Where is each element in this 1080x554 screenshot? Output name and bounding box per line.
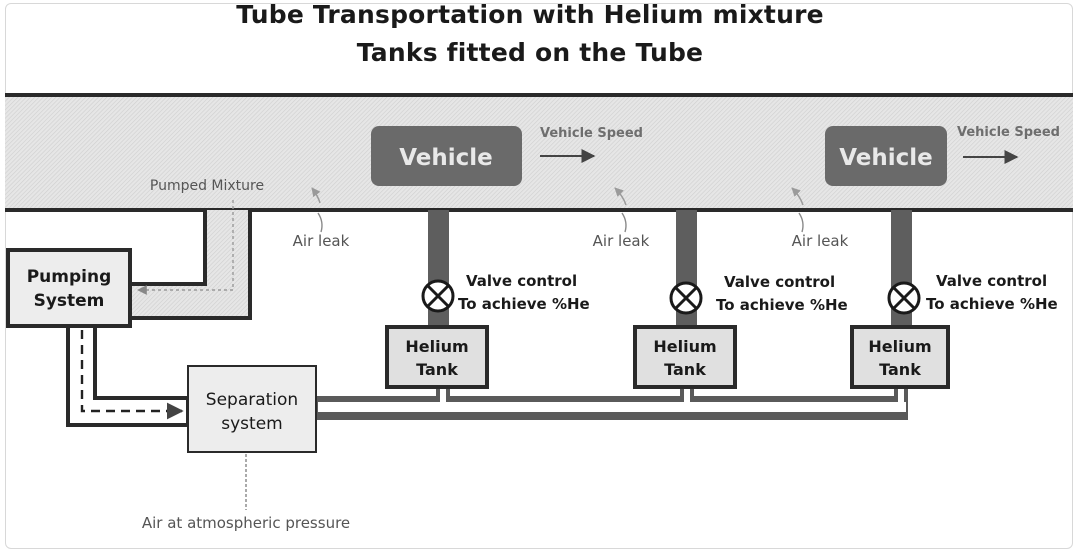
helium-supply-pipe <box>316 386 908 420</box>
vehicle-1: Vehicle Vehicle Speed <box>371 126 643 186</box>
helium-tank-3-label-1: Helium <box>868 337 931 356</box>
air-leak-1: Air leak <box>293 212 350 250</box>
valve-3-label-1: Valve control <box>936 272 1047 290</box>
air-leak-3-label: Air leak <box>792 232 849 250</box>
title-line-2: Tanks fitted on the Tube <box>356 38 704 67</box>
separation-system-label-1: Separation <box>206 390 298 410</box>
figure-frame <box>5 3 1073 549</box>
vehicle-2: Vehicle Vehicle Speed <box>825 125 1060 186</box>
pumped-mixture-label: Pumped Mixture <box>150 178 264 194</box>
valve-1-label-2: To achieve %He <box>458 295 590 313</box>
valve-icon <box>887 281 921 315</box>
valve-icon <box>421 279 455 313</box>
valve-2: Valve control To achieve %He <box>669 273 848 315</box>
vehicle-2-speed-label: Vehicle Speed <box>957 125 1060 140</box>
valve-3-label-2: To achieve %He <box>926 295 1058 313</box>
helium-tank-1: Helium Tank <box>385 325 489 389</box>
air-leak-1-label: Air leak <box>293 232 350 250</box>
vehicle-2-label: Vehicle <box>839 145 933 171</box>
air-leak-2: Air leak <box>593 187 650 250</box>
helium-tank-2-label-1: Helium <box>653 337 716 356</box>
air-leak-3: Air leak <box>791 187 849 250</box>
valve-3: Valve control To achieve %He <box>887 272 1058 315</box>
arrow-icon <box>791 187 804 206</box>
helium-tank-3: Helium Tank <box>850 325 950 389</box>
separation-system-label-2: system <box>221 414 282 434</box>
valve-icon <box>669 281 703 315</box>
pumping-system: Pumping System <box>6 248 132 328</box>
valve-2-label-1: Valve control <box>724 273 835 291</box>
air-leak-2-label: Air leak <box>593 232 650 250</box>
helium-tank-2: Helium Tank <box>633 325 737 389</box>
pumping-system-label-2: System <box>34 291 105 311</box>
valve-2-label-2: To achieve %He <box>716 296 848 314</box>
air-atmospheric-label: Air at atmospheric pressure <box>142 514 350 532</box>
pumped-mixture-annotation: Pumped Mixture <box>150 178 321 204</box>
pumped-mixture-duct <box>128 200 252 320</box>
pumping-to-separation-pipe <box>66 324 190 427</box>
valve-1: Valve control To achieve %He <box>421 272 590 313</box>
arrow-icon <box>311 187 321 204</box>
helium-tank-1-label-1: Helium <box>405 337 468 356</box>
vehicle-1-speed-label: Vehicle Speed <box>540 126 643 141</box>
helium-tank-2-label-2: Tank <box>664 360 706 379</box>
title-line-1: Tube Transportation with Helium mixture <box>236 0 824 29</box>
vehicle-1-label: Vehicle <box>399 145 493 171</box>
helium-tank-3-label-2: Tank <box>879 360 921 379</box>
pumping-system-label-1: Pumping <box>27 267 112 287</box>
air-vent: Air at atmospheric pressure <box>142 454 350 532</box>
valve-1-label-1: Valve control <box>466 272 577 290</box>
arrow-icon <box>614 187 627 206</box>
helium-tank-1-label-2: Tank <box>416 360 458 379</box>
separation-system: Separation system <box>187 365 317 453</box>
